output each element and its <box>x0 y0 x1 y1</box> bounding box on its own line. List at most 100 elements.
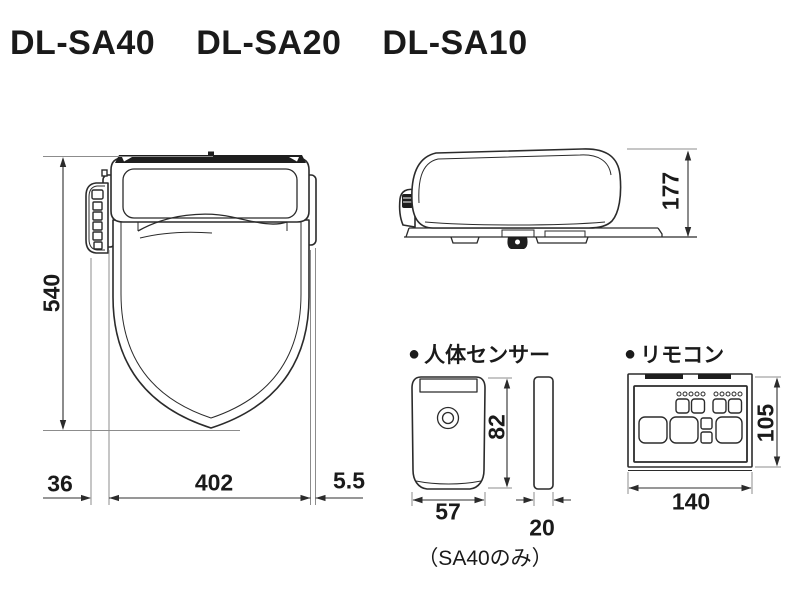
arrowhead <box>684 227 692 237</box>
panel-button <box>91 189 104 200</box>
arrowhead <box>741 484 752 492</box>
sensor-width-dim-label: 57 <box>435 498 461 525</box>
arrowhead <box>503 477 511 488</box>
sensor-side-drawing <box>533 376 554 490</box>
model-name-3: DL-SA10 <box>382 24 528 62</box>
arrowhead <box>474 496 485 504</box>
arrowhead <box>684 150 692 161</box>
base-right-edge <box>657 227 663 237</box>
indicator-dot <box>737 391 743 397</box>
remote-button <box>675 398 690 414</box>
lid-wave-contour <box>137 213 288 232</box>
remote-button <box>712 398 727 414</box>
sensor-front-outline <box>411 376 486 490</box>
sensor-side-outline <box>533 376 554 490</box>
sensor-heading: ● 人体センサー <box>408 339 550 369</box>
remote-width-dim-label: 140 <box>671 488 711 515</box>
lid-profile-bottom <box>424 221 606 226</box>
remote-mount-notch <box>698 374 731 379</box>
model-name-1: DL-SA40 <box>10 24 156 62</box>
arrowhead <box>773 377 781 388</box>
sensor-dimensions <box>411 377 571 506</box>
toilet-plate-dim-label: 5.5 <box>333 467 365 494</box>
remote-button <box>727 398 743 414</box>
indicator-dot <box>713 391 719 397</box>
indicator-dot <box>719 391 725 397</box>
nozzle-dot <box>515 239 520 245</box>
indicator-dot <box>682 391 688 397</box>
arrowhead <box>315 494 326 502</box>
foot <box>535 236 589 244</box>
lid-outline <box>112 219 310 429</box>
toilet-top-view-drawing <box>85 151 317 429</box>
arrowhead <box>59 420 67 430</box>
sensor-front-drawing <box>411 376 486 490</box>
remote-button-large <box>669 416 699 444</box>
toilet-side-view-drawing <box>398 148 697 249</box>
model-name-2: DL-SA20 <box>196 24 342 62</box>
sensor-note-label: （SA40のみ） <box>417 547 553 570</box>
rear-bar-notch <box>289 157 299 162</box>
arrowhead <box>109 494 119 502</box>
remote-button <box>690 398 706 414</box>
toilet-offset-dim-label: 36 <box>47 470 73 497</box>
arrowhead <box>81 494 91 502</box>
remote-button-large <box>715 416 743 444</box>
base-slot <box>501 229 535 238</box>
rear-edge-bar <box>115 151 306 163</box>
toilet-width-dim-label: 402 <box>194 469 234 496</box>
lid-top-panel <box>122 168 298 219</box>
bullet-icon: ● <box>624 343 637 365</box>
panel-button <box>93 241 103 250</box>
base-left-edge <box>405 227 410 238</box>
remote-height-dim-label: 105 <box>752 403 779 443</box>
toilet-top-view-dimensions <box>43 156 363 505</box>
panel-button <box>92 201 103 211</box>
arrowhead <box>503 378 511 389</box>
remote-button-large <box>638 416 668 444</box>
panel-button <box>92 231 103 241</box>
remote-heading-label: リモコン <box>640 344 725 367</box>
sensor-heading-label: 人体センサー <box>424 344 551 367</box>
indicator-dot <box>700 391 706 397</box>
bullet-icon: ● <box>408 343 421 365</box>
sensor-lens-outer <box>436 406 460 430</box>
arrowhead <box>412 496 423 504</box>
panel-indicator <box>101 169 108 177</box>
sensor-window <box>419 378 478 393</box>
lid-profile-outline <box>411 148 622 229</box>
base-slot <box>544 230 586 238</box>
arrowhead <box>300 494 311 502</box>
arrowhead <box>523 496 534 504</box>
remote-button-small <box>700 417 713 430</box>
sensor-height-dim-label: 82 <box>483 414 510 440</box>
indicator-dot <box>688 391 694 397</box>
toilet-height-dim-label: 540 <box>38 273 65 313</box>
arrowhead <box>553 496 564 504</box>
indicator-dot <box>731 391 737 397</box>
panel-button <box>92 221 103 231</box>
body-top-section <box>110 157 310 223</box>
lid-profile-inner <box>418 154 612 204</box>
arrowhead <box>773 456 781 467</box>
sensor-lens-inner <box>441 411 455 425</box>
indicator-dot <box>725 391 731 397</box>
foot <box>450 236 480 244</box>
sensor-depth-dim-label: 20 <box>529 514 555 541</box>
model-title-row: DL-SA40 DL-SA20 DL-SA10 <box>10 24 528 63</box>
arrowhead <box>628 484 639 492</box>
lid-inner-line <box>120 222 302 419</box>
indicator-dot <box>676 391 682 397</box>
indicator-dot <box>694 391 700 397</box>
sensor-bottom-line <box>415 480 482 485</box>
remote-mount-notch <box>645 374 683 379</box>
remote-drawing <box>627 373 753 471</box>
panel-button <box>92 211 103 221</box>
remote-dimensions <box>627 376 781 494</box>
remote-button-small <box>700 431 713 444</box>
toilet-side-view-dimensions <box>627 148 697 237</box>
arrowhead <box>59 157 67 167</box>
lid-wave-contour-small <box>139 231 213 239</box>
